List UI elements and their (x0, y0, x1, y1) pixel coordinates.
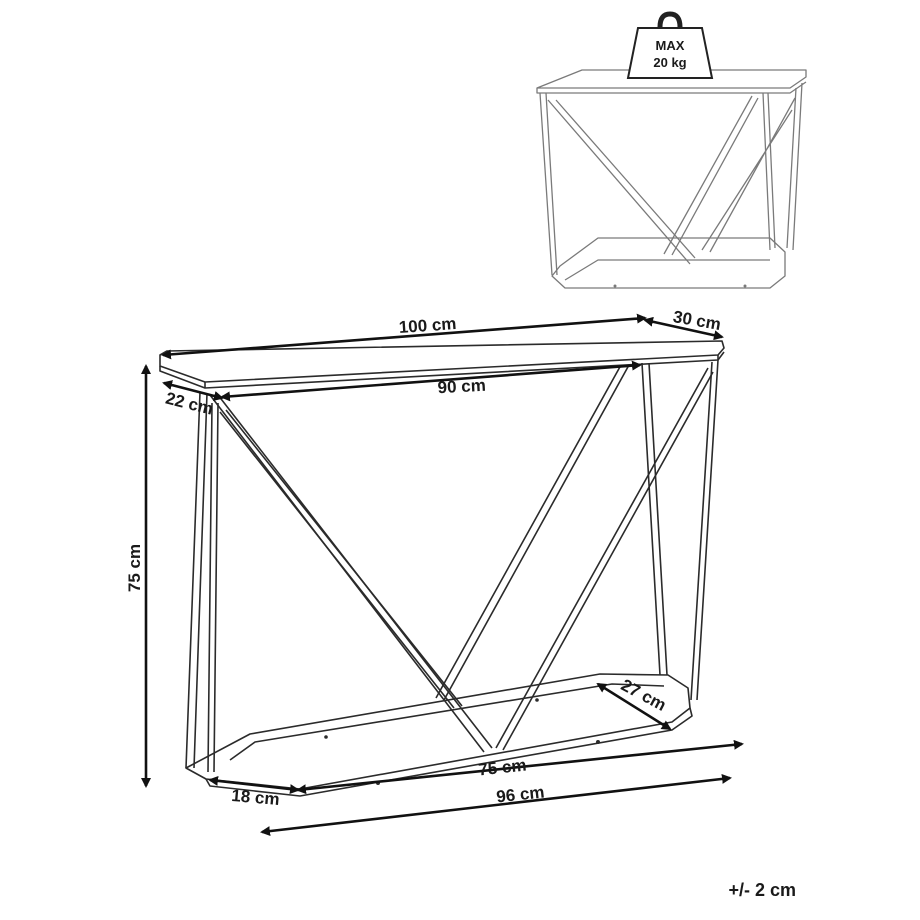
dim-line-top-width (161, 313, 647, 360)
dim-line-base-width (260, 773, 732, 837)
max-weight-badge: MAX 20 kg (626, 11, 714, 79)
diagonal-left (209, 394, 493, 753)
dim-line-inner-depth (162, 380, 224, 401)
tolerance-note: +/- 2 cm (728, 880, 796, 900)
label-inner-width: 90 cm (437, 376, 486, 397)
main-table (159, 340, 725, 797)
label-base-inner-width: 75 cm (477, 756, 527, 780)
label-top-depth: 30 cm (672, 307, 723, 334)
left-rear-leg (207, 402, 219, 773)
label-base-depth-right: 27 cm (618, 675, 669, 714)
label-height: 75 cm (125, 544, 144, 592)
diagonal-right (495, 367, 714, 751)
right-front-leg (690, 359, 719, 701)
right-rear-leg (641, 362, 668, 676)
label-top-width: 100 cm (398, 314, 457, 337)
weight-badge-line1: MAX (656, 38, 685, 53)
diagonal-center (435, 364, 630, 701)
label-base-depth-left: 18 cm (231, 786, 281, 809)
left-front-leg (185, 391, 208, 769)
preview-table (536, 69, 807, 289)
dim-line-base-depth-right (596, 682, 672, 731)
weight-badge-line2: 20 kg (653, 55, 686, 70)
dimension-lines (141, 313, 744, 837)
dim-line-top-depth (643, 316, 724, 341)
weight-icon (626, 11, 714, 79)
label-base-width: 96 cm (495, 783, 545, 807)
dim-line-inner-width (220, 360, 642, 402)
